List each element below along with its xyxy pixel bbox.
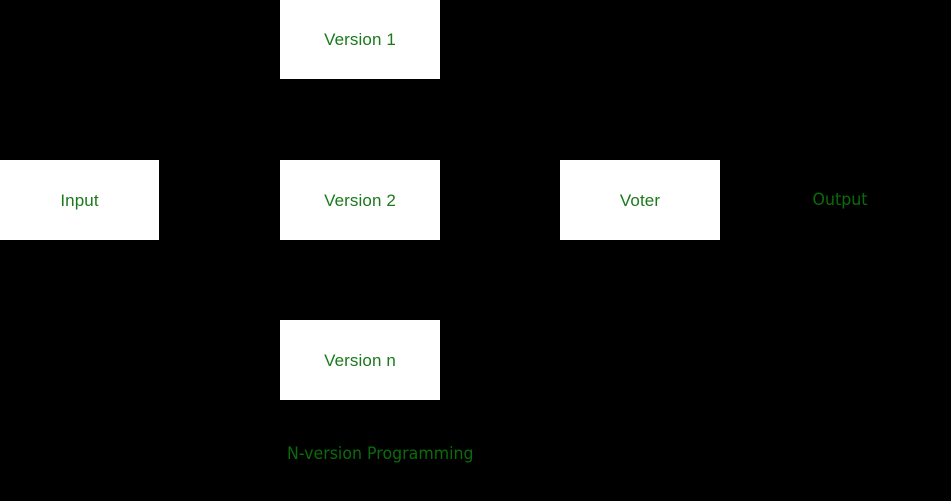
node-voter[interactable]: Voter [560, 160, 720, 240]
node-input[interactable]: Input [0, 160, 159, 240]
node-version-n-label: Version n [324, 350, 396, 370]
diagram-caption: N-version Programming [287, 444, 474, 464]
node-version-1[interactable]: Version 1 [280, 0, 440, 79]
node-version-2[interactable]: Version 2 [280, 160, 440, 240]
node-version-2-label: Version 2 [324, 190, 396, 210]
node-voter-label: Voter [619, 190, 661, 210]
node-version-1-label: Version 1 [324, 30, 396, 49]
label-output: Output [812, 190, 868, 210]
node-version-n[interactable]: Version n [280, 320, 440, 400]
node-input-label: Input [60, 190, 99, 210]
